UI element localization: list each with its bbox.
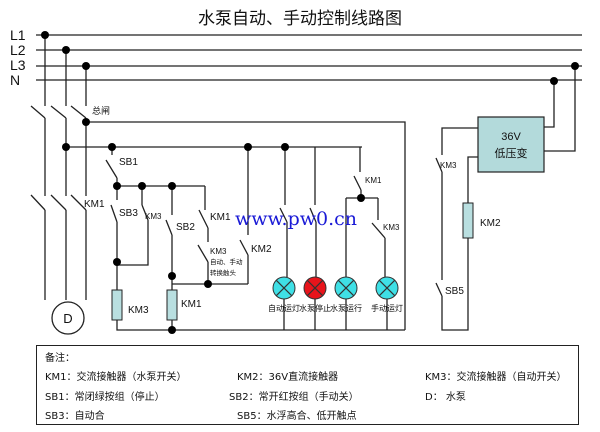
lamp-label: 水泵停止 (299, 303, 331, 313)
legend-item: SB3：自动合 (45, 411, 105, 422)
control-circuit: SB1 SB3 KM3 SB2 KM1 KM3 自动、手动 转换触头 KM2 K… (105, 143, 405, 334)
km1-main-label: KM1 (84, 199, 105, 210)
transformer-voltage: 36V (501, 131, 521, 143)
pump-motor (51, 301, 85, 335)
indicator-lamp: 手动运灯 (371, 276, 403, 313)
page-title: 水泵自动、手动控制线路图 (198, 9, 402, 28)
km3-note1: 自动、手动 (210, 257, 243, 266)
km1-lamp-label: KM1 (365, 176, 382, 185)
lamp-circuit: KM1 KM3 自动运灯水泵停止水泵运行手动运灯 (268, 143, 403, 330)
line-label-l1: L1 (10, 27, 26, 43)
km3-coil-label: KM3 (128, 305, 149, 316)
indicator-lamp: 自动运灯 (268, 276, 300, 313)
km1-coil (166, 289, 178, 321)
km1-aux-label: KM1 (210, 212, 231, 223)
sb5-label: SB5 (445, 286, 464, 297)
lamp-cross-icon (378, 279, 396, 297)
legend-heading: 备注： (45, 353, 75, 364)
km2-coil (462, 202, 474, 239)
legend-item: SB2：常开红按组（手动关） (229, 392, 359, 403)
lamp-label: 手动运灯 (371, 303, 403, 313)
km3-trans-label: KM3 (440, 161, 457, 170)
km3-note2: 转换触头 (210, 268, 237, 277)
km1-coil-label: KM1 (181, 299, 202, 310)
main-switch-label: 总闸 (92, 105, 110, 116)
power-lines: L1 L2 L3 N (10, 27, 582, 88)
sb3-label: SB3 (119, 208, 138, 219)
main-circuit: D 总闸 KM1 (30, 31, 406, 335)
line-label-l2: L2 (10, 42, 26, 58)
km3-coil (111, 289, 123, 321)
km2-contact-label: KM2 (251, 244, 272, 255)
lamp-label: 水泵运行 (330, 303, 362, 313)
lamp-cross-icon (306, 279, 324, 297)
watermark: www.pw0.cn (235, 208, 357, 230)
km2-coil-label: KM2 (480, 218, 501, 229)
legend-item: D： 水泵 (425, 392, 466, 403)
sb2-label: SB2 (176, 222, 195, 233)
legend-item: SB5：水浮高合、低开触点 (237, 411, 357, 422)
transformer-36v (477, 116, 545, 173)
lamp-cross-icon (275, 279, 293, 297)
indicator-lamp: 水泵停止 (299, 276, 331, 313)
legend-item: KM3：交流接触器（自动开关） (425, 372, 567, 383)
line-label-n: N (10, 72, 20, 88)
legend-box: 备注： KM1：交流接触器（水泵开关） KM2：36V直流接触器 KM3：交流接… (36, 345, 579, 425)
legend-item: SB1：常闭绿按组（停止） (45, 392, 165, 403)
lamp-label: 自动运灯 (268, 303, 300, 313)
km3-b-label: KM3 (210, 247, 227, 256)
indicator-lamp: 水泵运行 (330, 276, 362, 313)
km3-a-label: KM3 (145, 212, 162, 221)
line-label-l3: L3 (10, 57, 26, 73)
sb1-label: SB1 (119, 157, 138, 168)
lamp-cross-icon (337, 279, 355, 297)
transformer-name: 低压变 (495, 146, 528, 160)
legend-item: KM2：36V直流接触器 (237, 372, 339, 383)
legend-item: KM1：交流接触器（水泵开关） (45, 372, 187, 383)
motor-label: D (63, 311, 72, 326)
km3-lamp-label: KM3 (383, 223, 400, 232)
transformer-circuit: 36V 低压变 KM2 KM3 SB5 (435, 62, 579, 331)
